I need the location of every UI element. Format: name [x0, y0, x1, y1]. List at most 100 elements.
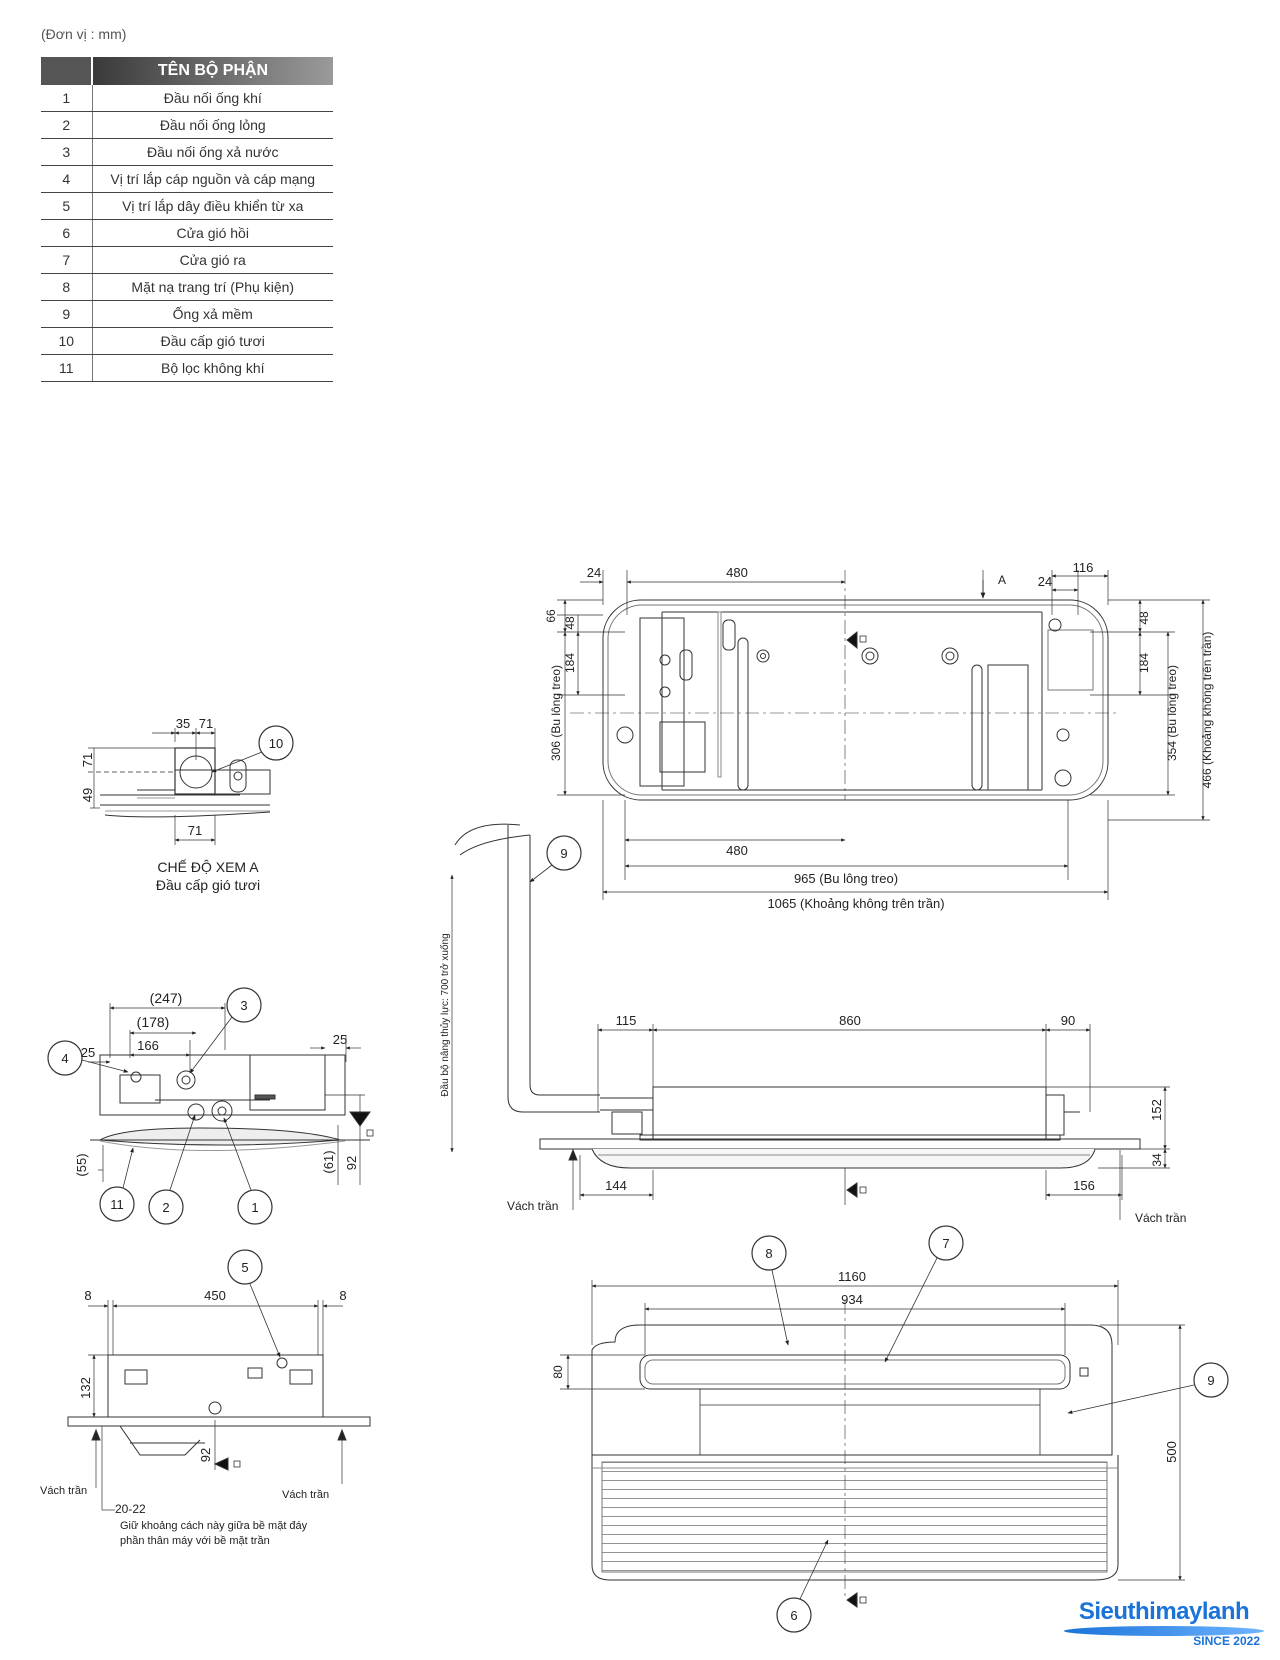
top-dim-66: 66 — [544, 609, 558, 623]
part-number: 4 — [41, 165, 93, 193]
front-note-1: Giữ khoảng cách này giữa bề mặt đáy — [120, 1520, 308, 1532]
part-number: 11 — [41, 354, 93, 382]
top-dim-965: 965 (Bu lông treo) — [794, 871, 898, 886]
front-dim-8-left: 8 — [84, 1288, 91, 1303]
top-dim-480-top: 480 — [726, 565, 748, 580]
part-number: 5 — [41, 192, 93, 220]
bottom-dim-500: 500 — [1164, 1441, 1179, 1463]
pump-height-label: Đầu bộ nâng thủy lực: 700 trở xuống — [439, 933, 451, 1096]
front-ceiling-right: Vách trần — [282, 1489, 329, 1501]
brand-name: Sieuthimaylanh — [1078, 1598, 1250, 1625]
top-dim-354: 354 (Bu lông treo) — [1165, 665, 1179, 761]
parts-table-header-row: TÊN BỘ PHẬN — [41, 57, 333, 85]
view-a-subcaption: Đầu cấp gió tươi — [156, 877, 260, 893]
brand-since: SINCE 2022 — [1193, 1634, 1260, 1648]
top-view-arrow-label: A — [998, 573, 1006, 587]
side-dim-25-left: 25 — [81, 1045, 95, 1060]
part-number: 3 — [41, 138, 93, 166]
view-a-dim-71-bottom: 71 — [188, 823, 202, 838]
elev-dim-90: 90 — [1061, 1013, 1075, 1028]
elev-dim-152: 152 — [1149, 1099, 1164, 1121]
front-dim-8-right: 8 — [339, 1288, 346, 1303]
view-a-dim-71-left: 71 — [80, 753, 95, 767]
top-dim-466: 466 (Khoảng không trên trần) — [1200, 632, 1214, 789]
top-dim-48-right: 48 — [1137, 611, 1151, 625]
top-dim-116: 116 — [1073, 560, 1094, 575]
side-dim-247: (247) — [150, 990, 183, 1006]
elev-dim-144: 144 — [605, 1178, 627, 1193]
part-name: Ống xả mềm — [92, 300, 333, 328]
callout-6: 6 — [790, 1608, 797, 1623]
part-number: 1 — [41, 85, 93, 112]
top-dim-184-right: 184 — [1137, 653, 1151, 673]
front-note-2: phần thân máy với bề mặt trần — [120, 1535, 270, 1547]
view-a-dim-71-top: 71 — [199, 716, 213, 731]
top-dim-184-left: 184 — [563, 653, 577, 673]
view-a-drawing — [88, 725, 294, 845]
top-dim-1065: 1065 (Khoảng không trên trần) — [767, 896, 944, 911]
brand-wave-icon — [1064, 1626, 1264, 1636]
elevation-drawing — [539, 1024, 1170, 1220]
side-dim-178: (178) — [137, 1014, 170, 1030]
part-name: Đầu nối ống xả nước — [92, 138, 333, 166]
top-dim-480-bottom: 480 — [726, 843, 748, 858]
part-name: Đầu nối ống khí — [92, 85, 333, 112]
part-number: 2 — [41, 111, 93, 139]
unit-label: (Đơn vị : mm) — [41, 26, 127, 42]
callout-4: 4 — [61, 1051, 68, 1066]
callout-7: 7 — [942, 1236, 949, 1251]
elev-dim-156: 156 — [1073, 1178, 1095, 1193]
part-name: Mặt nạ trang trí (Phụ kiện) — [92, 273, 333, 301]
top-dim-48-left: 48 — [563, 616, 577, 630]
view-a-dim-49: 49 — [80, 788, 95, 802]
callout-9-top: 9 — [560, 846, 567, 861]
part-name: Vị trí lắp cáp nguồn và cáp mạng — [92, 165, 333, 193]
callout-9-bottom: 9 — [1207, 1373, 1214, 1388]
bottom-dim-934: 934 — [841, 1292, 863, 1307]
callout-10: 10 — [269, 736, 283, 751]
callout-3: 3 — [240, 998, 247, 1013]
part-name: Bộ lọc không khí — [92, 354, 333, 382]
front-dim-450: 450 — [204, 1288, 226, 1303]
part-number: 7 — [41, 246, 93, 274]
part-number: 6 — [41, 219, 93, 247]
brand-logo: Sieuthimaylanh SINCE 2022 — [1058, 1598, 1270, 1648]
part-name: Đầu cấp gió tươi — [92, 327, 333, 355]
bottom-dim-80: 80 — [551, 1365, 565, 1379]
callout-1: 1 — [251, 1200, 258, 1215]
parts-table-header-number — [41, 57, 92, 85]
part-name: Cửa gió hồi — [92, 219, 333, 247]
part-name: Cửa gió ra — [92, 246, 333, 274]
view-a-caption: CHẾ ĐỘ XEM A — [157, 859, 259, 875]
callout-11: 11 — [110, 1197, 124, 1212]
front-ceiling-left: Vách trần — [40, 1485, 87, 1497]
callout-8: 8 — [765, 1246, 772, 1261]
bottom-view-drawing — [560, 1225, 1229, 1633]
top-dim-24-right: 24 — [1038, 574, 1052, 589]
parts-table-header-name: TÊN BỘ PHẬN — [91, 57, 333, 85]
side-dim-61: (61) — [321, 1150, 336, 1173]
top-dim-306: 306 (Bu lông treo) — [549, 665, 563, 761]
side-dim-92: 92 — [344, 1156, 359, 1170]
elev-ceiling-right: Vách trần — [1135, 1211, 1186, 1225]
callout-2: 2 — [162, 1200, 169, 1215]
part-name: Đầu nối ống lỏng — [92, 111, 333, 139]
elev-dim-860: 860 — [839, 1013, 861, 1028]
elev-dim-115: 115 — [616, 1013, 637, 1028]
callout-5: 5 — [241, 1260, 248, 1275]
view-a-dim-35: 35 — [176, 716, 190, 731]
part-number: 10 — [41, 327, 93, 355]
elev-ceiling-left: Vách trần — [507, 1199, 558, 1213]
front-dim-132: 132 — [78, 1377, 93, 1399]
side-dim-25-right: 25 — [333, 1032, 347, 1047]
bottom-dim-1160: 1160 — [838, 1269, 866, 1284]
